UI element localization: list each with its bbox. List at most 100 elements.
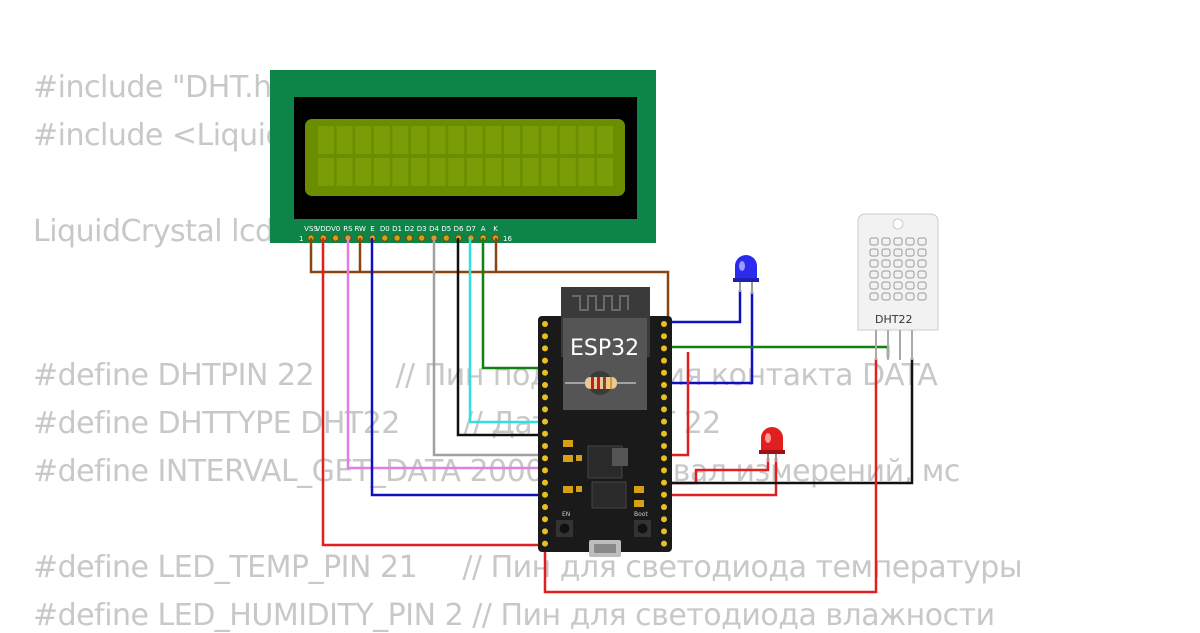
- dht22-vent: [917, 237, 927, 246]
- smd-6: [634, 486, 644, 493]
- lcd-pin-last-number: 16: [503, 235, 512, 243]
- esp32-pin: [542, 333, 548, 340]
- esp32-pin: [661, 345, 667, 352]
- smd-7: [634, 500, 644, 507]
- esp32-pin: [661, 443, 667, 449]
- code-line-8: #define LED_HUMIDITY_PIN 2 // Пин для св…: [33, 598, 995, 633]
- dht22-vent: [893, 259, 903, 268]
- esp32-pin: [542, 382, 548, 388]
- esp32-pin: [542, 418, 548, 425]
- dht22-vent: [881, 281, 891, 290]
- esp32-pin: [661, 418, 667, 425]
- esp32-label: ESP32: [570, 336, 639, 361]
- lcd-pin-label: RW: [354, 225, 366, 233]
- esp32-pin: [542, 516, 548, 523]
- lcd-cell: [318, 126, 334, 154]
- lcd-pin-label: E: [370, 225, 374, 233]
- esp32-pin: [661, 333, 667, 340]
- dht22-vent: [917, 259, 927, 268]
- blue-led-body: [735, 255, 757, 280]
- esp32-pin: [542, 455, 548, 462]
- lcd-cell: [392, 126, 409, 154]
- dht22-vent-grid: [869, 237, 927, 301]
- esp32-pin: [542, 345, 548, 352]
- esp32-pin: [542, 491, 548, 498]
- wire-red-vdd: [321, 238, 545, 547]
- dht22-vent: [905, 281, 915, 290]
- lcd-cell: [429, 126, 446, 154]
- lcd-cell: [485, 126, 502, 154]
- esp32-pin: [661, 357, 667, 364]
- dht22-vent: [869, 237, 879, 246]
- dht22-vent: [905, 248, 915, 257]
- esp32-pin: [661, 406, 667, 413]
- wire-gray-d4: [432, 238, 545, 457]
- lcd-cell: [392, 158, 409, 186]
- lcd-pin-label: VDD: [316, 225, 332, 233]
- lcd-pin: [418, 234, 426, 242]
- wire-red-led-upper: [668, 352, 690, 457]
- wire-red-dht-vcc: [543, 358, 878, 594]
- esp32-pin: [661, 467, 667, 474]
- esp32-pin: [542, 467, 548, 474]
- lcd-pin-label: D7: [466, 225, 476, 233]
- lcd-cell: [522, 158, 539, 186]
- lcd-cell: [578, 126, 595, 154]
- dht22-vent: [893, 292, 903, 301]
- resistor-band-3: [603, 377, 606, 389]
- smd-2: [563, 455, 573, 462]
- lcd-cell: [355, 126, 372, 154]
- dht22-vent: [869, 248, 879, 257]
- wire-green-dht-data: [668, 345, 890, 358]
- lcd-pin-label: RS: [343, 225, 353, 233]
- dht22-sensor[interactable]: DHT22: [857, 213, 939, 360]
- blue-led[interactable]: [733, 255, 759, 294]
- lcd-cell: [466, 158, 483, 186]
- esp32-pin: [661, 321, 667, 327]
- dht22-vent: [869, 259, 879, 268]
- red-led[interactable]: [759, 427, 785, 462]
- lcd-cell: [522, 126, 539, 154]
- lcd-pin: [393, 234, 401, 242]
- wire-black-dht-gnd: [650, 358, 914, 485]
- lcd-cell: [336, 126, 353, 154]
- lcd-cell: [355, 158, 372, 186]
- esp32-pin: [661, 528, 667, 535]
- resistor-band-4: [610, 377, 612, 389]
- lcd-cell: [541, 126, 558, 154]
- smd-1: [563, 440, 573, 447]
- lcd-cell: [466, 126, 483, 154]
- lcd-cell: [318, 158, 334, 186]
- lcd-pin: [381, 234, 389, 242]
- dht22-vent: [869, 270, 879, 279]
- esp32-pin: [661, 516, 667, 523]
- dht22-vent: [893, 281, 903, 290]
- esp32-pin: [661, 504, 667, 510]
- code-line-2: #include <Liquid: [33, 118, 284, 153]
- dht22-vent: [881, 270, 891, 279]
- wire-brown-vss: [309, 238, 670, 322]
- dht22-mount-hole: [892, 218, 904, 230]
- lcd-cell: [597, 126, 613, 154]
- esp32-pin: [542, 394, 548, 401]
- esp32-board[interactable]: ESP32 EN Boot: [538, 287, 672, 557]
- dht22-vent: [893, 270, 903, 279]
- wire-blue-led-anode: [668, 290, 742, 324]
- dht22-vent: [893, 248, 903, 257]
- esp32-pins-left: [542, 321, 548, 547]
- lcd-cell: [411, 158, 427, 186]
- usb-uart-chip: [591, 481, 627, 509]
- dht22-label: DHT22: [875, 313, 912, 326]
- dht22-vent: [893, 237, 903, 246]
- lcd-cell: [541, 158, 558, 186]
- smd-5: [576, 486, 582, 492]
- dht22-vent: [917, 281, 927, 290]
- dht22-vent: [917, 270, 927, 279]
- lcd-pin-label: D4: [429, 225, 439, 233]
- esp32-pin: [542, 406, 548, 413]
- dht22-vent: [869, 292, 879, 301]
- esp32-pin: [661, 394, 667, 401]
